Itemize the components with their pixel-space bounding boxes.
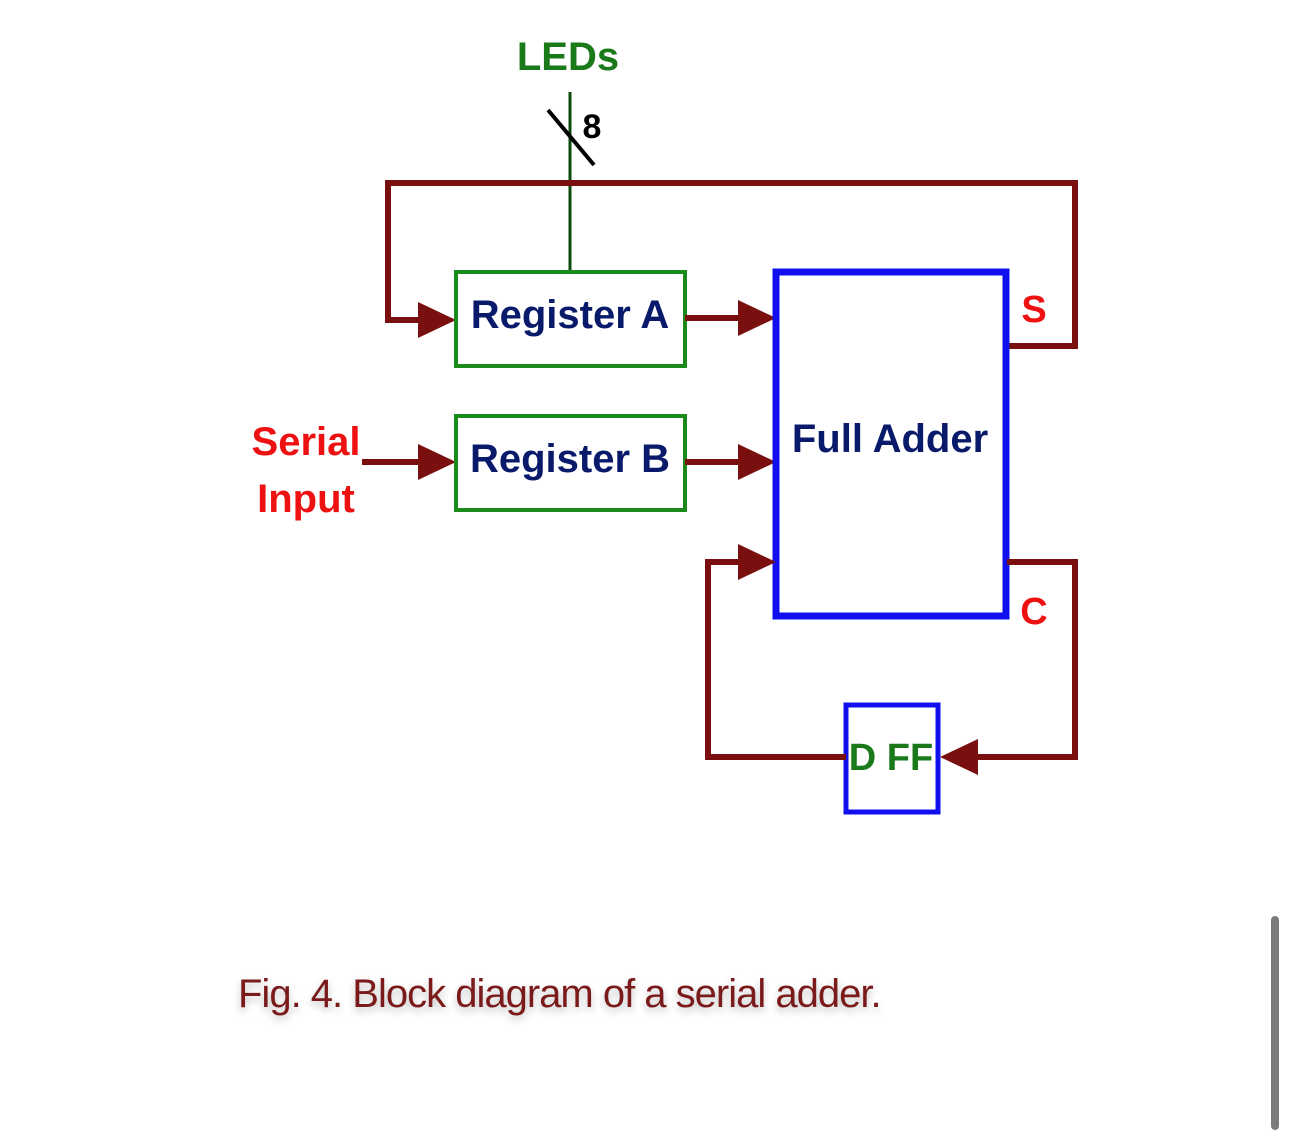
adder-b-input-arrow <box>738 444 776 480</box>
dff-label: D FF <box>849 737 933 779</box>
serial-input-label-line2: Input <box>257 477 355 521</box>
sum-feedback-wire <box>385 180 1078 349</box>
carry-feedback-wire <box>705 559 846 760</box>
bus-width-slash <box>546 108 596 167</box>
register-b-label: Register B <box>470 437 670 481</box>
leds-label: LEDs <box>517 35 619 79</box>
register-a-label: Register A <box>471 293 670 337</box>
serial-input-label-line1: Serial <box>252 420 361 464</box>
adder-a-input-arrow <box>738 300 776 336</box>
vertical-scrollbar[interactable] <box>1271 916 1279 1130</box>
figure-caption: Fig. 4. Block diagram of a serial adder. <box>238 972 882 1016</box>
carry-label: C <box>1020 591 1047 633</box>
dff-input-arrow <box>940 739 978 775</box>
bus-width-label: 8 <box>583 108 602 146</box>
register-a-block <box>454 270 687 368</box>
full-adder-block <box>772 268 1010 620</box>
register-a-input-arrow <box>418 302 456 338</box>
full-adder-label: Full Adder <box>792 417 988 461</box>
adder-carry-input-arrow <box>738 544 776 580</box>
register-b-input-arrow <box>418 444 456 480</box>
sum-label: S <box>1021 289 1046 331</box>
register-b-block <box>454 414 687 512</box>
carry-out-wire <box>976 559 1078 760</box>
